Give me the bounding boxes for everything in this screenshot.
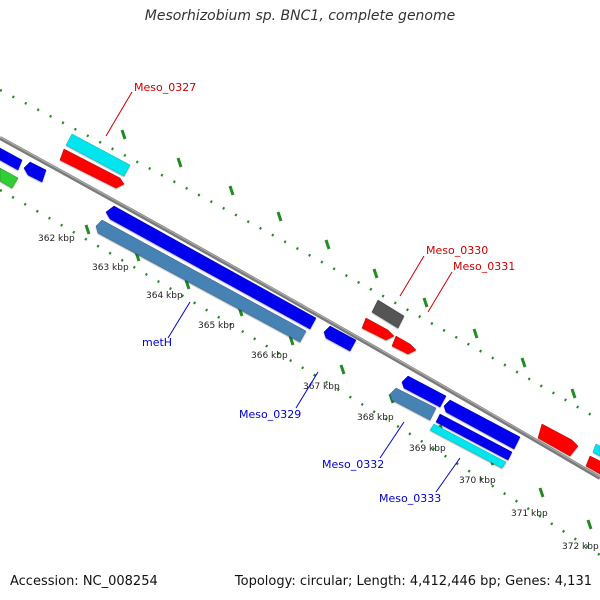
map-title: Mesorhizobium sp. BNC1, complete genome [144,8,456,24]
major-tick [184,279,191,290]
leader-meso-0333 [435,457,461,493]
major-tick [120,129,127,140]
major-tick [288,335,295,346]
leader-meso-0331 [427,271,453,313]
scale-label-362: 362 kbp [38,234,75,244]
gene-meso-0331[interactable] [391,335,417,355]
leader-meth [167,301,191,339]
gene-forward-cyan-edge[interactable] [592,443,600,457]
leader-meso-0330 [399,255,425,297]
major-tick [586,519,593,530]
gene-reverse-blue-large[interactable] [105,205,317,330]
gene-meso-0332[interactable] [389,387,437,421]
major-tick [339,364,346,375]
gene-forward-red-2[interactable] [361,317,395,341]
major-tick [538,487,545,498]
gene-reverse-blue-1[interactable] [0,147,23,171]
gene-meso-0333[interactable] [429,423,507,469]
scale-label-365: 365 kbp [198,321,235,331]
leader-meso-0327 [105,91,133,137]
leader-meso-0332 [379,421,405,459]
scale-label-364: 364 kbp [146,291,183,301]
leader-meso-0329 [295,371,319,409]
gene-meso-0327[interactable] [65,133,131,177]
label-meso-0332[interactable]: Meso_0332 [322,458,384,471]
label-meso-0327[interactable]: Meso_0327 [134,81,196,94]
scale-label-371: 371 kbp [511,509,548,519]
major-tick [324,239,331,250]
gene-reverse-blue-3[interactable] [401,375,447,408]
gene-forward-red-3[interactable] [537,423,579,457]
inner-tick-track [0,188,600,557]
gene-meth[interactable] [95,219,307,343]
gene-meso-0330[interactable] [371,299,405,329]
major-tick [520,357,527,368]
gene-reverse-blue-5[interactable] [435,413,513,461]
gene-reverse-blue-2[interactable] [23,161,47,183]
label-meso-0329[interactable]: Meso_0329 [239,408,301,421]
gene-reverse-blue-4[interactable] [443,399,521,450]
major-tick [422,297,429,308]
gene-forward-red-1[interactable] [59,148,125,189]
major-ticks [84,224,593,530]
genome-backbone [0,136,600,480]
gene-meso-0329[interactable] [323,325,357,352]
label-meso-0330[interactable]: Meso_0330 [426,244,488,257]
major-tick [372,268,379,279]
scale-label-366: 366 kbp [251,351,288,361]
major-tick [228,185,235,196]
scale-label-363: 363 kbp [92,263,129,273]
scale-label-369: 369 kbp [409,444,446,454]
scale-label-368: 368 kbp [357,413,394,423]
genome-summary-text: Topology: circular; Length: 4,412,446 bp… [234,574,592,589]
major-tick [472,328,479,339]
major-tick [84,224,91,235]
major-tick [176,157,183,168]
major-tick [570,388,577,399]
label-meso-0331[interactable]: Meso_0331 [453,260,515,273]
label-meso-0333[interactable]: Meso_0333 [379,492,441,505]
gene-reverse-green[interactable] [0,167,19,189]
scale-label-370: 370 kbp [459,476,496,486]
label-meth[interactable]: metH [142,336,172,349]
scale-label-367: 367 kbp [303,382,340,392]
major-tick [276,211,283,222]
outer-tick-track [0,88,600,422]
outer-major-ticks [120,129,577,399]
accession-text: Accession: NC_008254 [10,574,158,589]
gene-forward-red-4[interactable] [585,455,600,475]
scale-label-372: 372 kbp [562,542,599,552]
backbone-highlight [0,136,600,478]
